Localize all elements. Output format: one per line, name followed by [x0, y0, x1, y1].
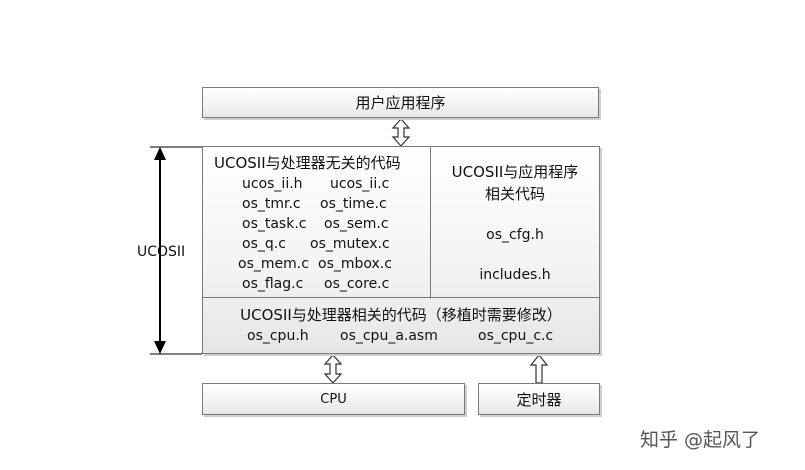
file-name: os_flag.c	[242, 276, 304, 292]
span-arrow-head-top	[154, 147, 166, 160]
file-name: os_mutex.c	[310, 236, 390, 252]
watermark: 知乎 @起风了	[640, 429, 761, 451]
file-name: os_cpu_c.c	[478, 328, 554, 344]
span-arrow-head-bottom	[154, 341, 166, 354]
file-name: os_cfg.h	[486, 227, 544, 243]
processor-independent-panel: UCOSII与处理器无关的代码 ucos_ii.h ucos_ii.c os_t…	[203, 147, 431, 297]
file-name: ucos_ii.h	[242, 176, 303, 192]
cpu-label: CPU	[320, 391, 347, 407]
application-related-title: UCOSII与应用程序	[451, 163, 579, 181]
file-name: ucos_ii.c	[330, 176, 390, 192]
file-name: os_cpu.h	[247, 328, 309, 344]
ucosii-box: UCOSII与处理器无关的代码 ucos_ii.h ucos_ii.c os_t…	[202, 146, 600, 354]
cpu-box: CPU	[202, 383, 465, 415]
file-name: os_tmr.c	[242, 196, 301, 212]
app-ucos-double-arrow	[391, 118, 411, 147]
application-related-title: 相关代码	[484, 185, 545, 203]
file-name: os_time.c	[320, 196, 387, 212]
file-name: os_core.c	[324, 276, 390, 292]
processor-dependent-panel: UCOSII与处理器相关的代码（移植时需要修改） os_cpu.h os_cpu…	[203, 297, 599, 353]
timer-up-arrow	[529, 354, 549, 384]
file-name: os_q.c	[242, 236, 286, 252]
ucos-cpu-double-arrow	[323, 354, 343, 384]
file-name: os_sem.c	[324, 216, 389, 232]
user-application-label: 用户应用程序	[355, 94, 446, 112]
timer-box: 定时器	[478, 383, 600, 415]
processor-independent-title: UCOSII与处理器无关的代码	[214, 154, 401, 172]
timer-label: 定时器	[516, 390, 562, 409]
user-application-box: 用户应用程序	[202, 87, 599, 118]
file-name: os_mbox.c	[318, 256, 392, 272]
file-name: os_task.c	[242, 216, 307, 232]
file-name: os_cpu_a.asm	[340, 328, 438, 344]
ucosii-side-label: UCOSII	[137, 244, 186, 260]
processor-dependent-title: UCOSII与处理器相关的代码（移植时需要修改）	[240, 306, 562, 324]
file-name: includes.h	[479, 267, 551, 283]
file-name: os_mem.c	[238, 256, 309, 272]
application-related-panel: UCOSII与应用程序 相关代码 os_cfg.h includes.h	[431, 147, 599, 297]
